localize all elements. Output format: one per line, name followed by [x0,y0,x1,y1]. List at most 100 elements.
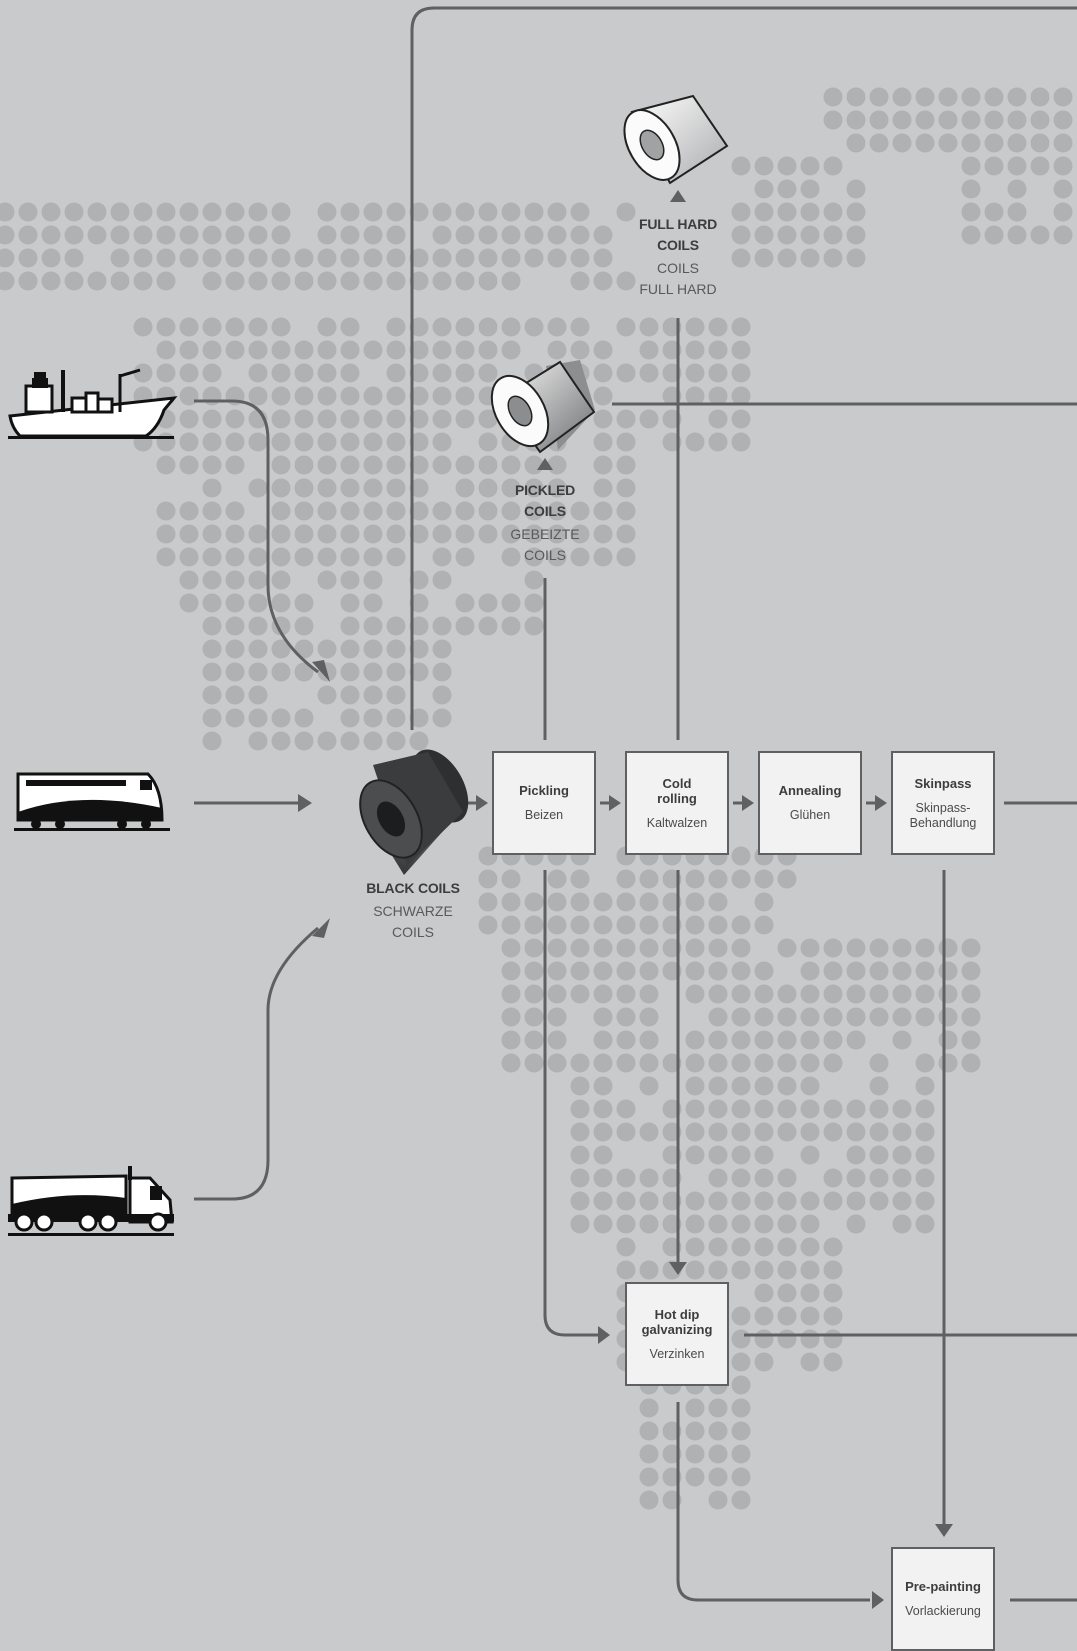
map-dot [225,662,245,682]
full-hard-coils-en: FULL HARD COILS [638,216,718,253]
map-dot [294,662,314,682]
skinpass-sub: Skinpass-Behandlung [909,800,977,830]
process-pre-painting: Pre-painting Vorlackierung [891,1547,995,1651]
map-dot [777,1030,797,1050]
map-dot [616,1260,636,1280]
map-dot [938,938,958,958]
map-dot [915,938,935,958]
map-dot [800,248,820,268]
map-dot [754,156,774,176]
map-dot [1030,110,1050,130]
map-dot [731,1329,751,1349]
map-dot [570,892,590,912]
map-dot [915,1191,935,1211]
map-dot [501,524,521,544]
map-dot [409,524,429,544]
map-dot [616,961,636,981]
map-dot [294,432,314,452]
map-dot [271,386,291,406]
map-dot [754,892,774,912]
map-dot [1007,87,1027,107]
map-dot [317,685,337,705]
map-dot [708,1444,728,1464]
map-dot [616,1030,636,1050]
map-dot [616,1168,636,1188]
map-dot [133,363,153,383]
map-dot [340,386,360,406]
map-dot [961,133,981,153]
map-dot [846,1122,866,1142]
map-dot [639,961,659,981]
map-dot [754,984,774,1004]
map-dot [524,478,544,498]
map-dot [363,570,383,590]
map-dot [685,1030,705,1050]
map-dot [961,156,981,176]
map-dot [938,984,958,1004]
map-dot [984,110,1004,130]
pickled-coil-icon [490,360,596,454]
map-dot [478,501,498,521]
map-dot [547,1007,567,1027]
map-dot [294,271,314,291]
map-dot [179,593,199,613]
map-dot [294,593,314,613]
map-dot [386,478,406,498]
map-dot [570,524,590,544]
map-dot [754,248,774,268]
map-dot [478,409,498,429]
map-dot [432,409,452,429]
map-dot [524,616,544,636]
map-dot [731,1398,751,1418]
map-dot [846,1007,866,1027]
skinpass-title: Skinpass [914,775,972,791]
map-dot [593,1145,613,1165]
map-dot [754,1329,774,1349]
map-dot [110,202,130,222]
map-dot [869,1168,889,1188]
map-dot [501,915,521,935]
map-dot [708,892,728,912]
map-dot [87,225,107,245]
map-dot [570,1053,590,1073]
map-dot [547,340,567,360]
map-dot [340,248,360,268]
map-dot [294,409,314,429]
map-dot [754,1306,774,1326]
map-dot [317,248,337,268]
map-dot [547,547,567,567]
map-dot [363,409,383,429]
map-dot [156,317,176,337]
map-dot [570,1099,590,1119]
map-dot [685,432,705,452]
map-dot [1007,156,1027,176]
map-dot [892,938,912,958]
map-dot [708,317,728,337]
map-dot [823,87,843,107]
map-dot [271,662,291,682]
map-dot [846,133,866,153]
map-dot [961,1007,981,1027]
map-dot [248,478,268,498]
map-dot [501,892,521,912]
map-dot [501,317,521,337]
map-dot [478,340,498,360]
map-dot [501,271,521,291]
map-dot [179,386,199,406]
map-dot [754,1099,774,1119]
map-dot [363,432,383,452]
map-dot [455,363,475,383]
map-dot [731,1053,751,1073]
map-dot [892,1214,912,1234]
map-dot [593,225,613,245]
map-dot [616,1122,636,1142]
map-dot [363,731,383,751]
map-dot [524,593,544,613]
map-dot [892,961,912,981]
map-dot [800,1352,820,1372]
map-dot [547,1030,567,1050]
map-dot [547,1053,567,1073]
map-dot [777,202,797,222]
map-dot [777,248,797,268]
map-dot [777,225,797,245]
